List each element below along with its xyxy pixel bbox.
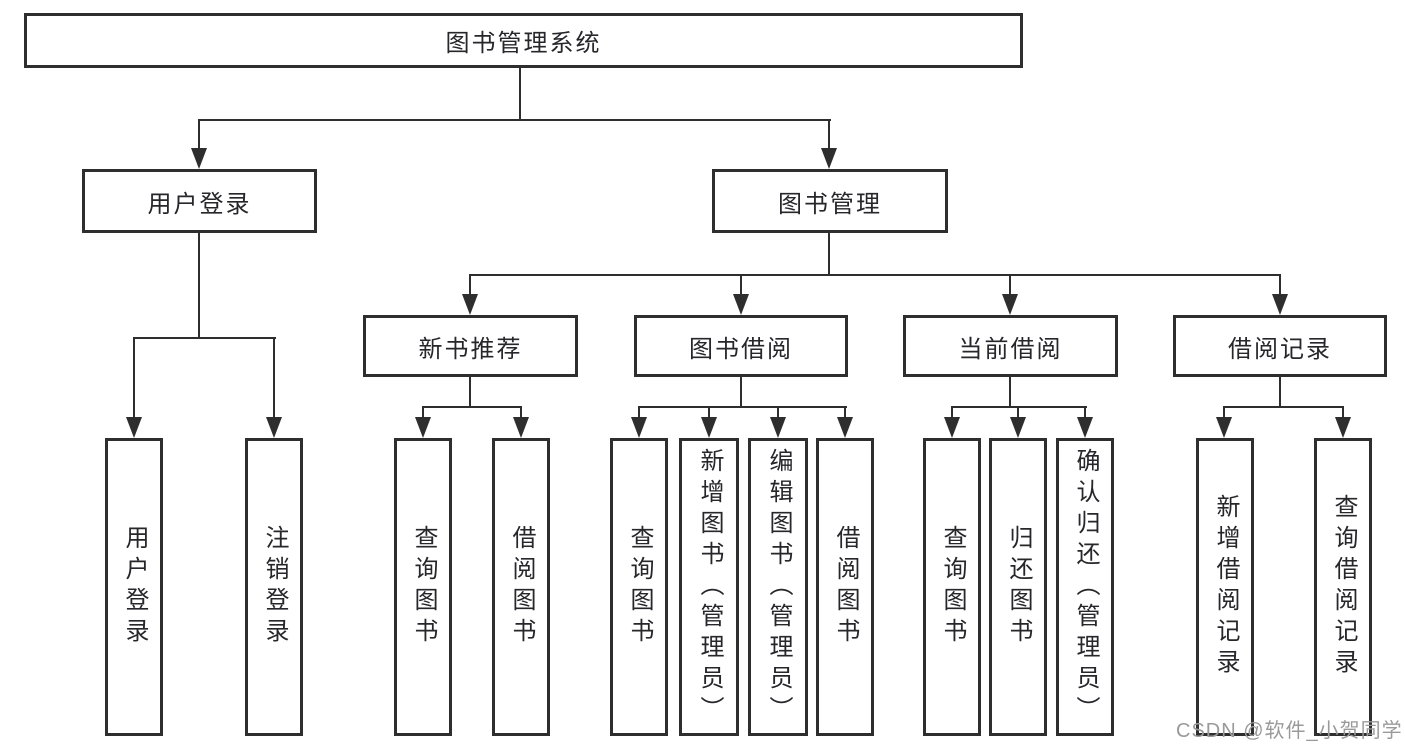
connector-root-stub-right xyxy=(828,119,830,150)
connector-borrowrecord-hline xyxy=(1223,406,1344,408)
connector-newbook-stub-1 xyxy=(422,406,424,418)
node-user-login-label: 用户登录 xyxy=(147,190,252,218)
arrowhead-down-icon xyxy=(1216,417,1232,438)
leaf-newbook-borrow-book: 借阅图书 xyxy=(492,438,550,736)
node-new-book-recommend-label: 新书推荐 xyxy=(418,335,523,363)
connector-bookmgmt-vline xyxy=(828,233,830,274)
connector-bookmgmt-stub-2 xyxy=(740,274,742,295)
arrowhead-down-icon xyxy=(1002,294,1018,315)
arrowhead-down-icon xyxy=(1010,417,1026,438)
connector-borrowrecord-stub-1 xyxy=(1223,406,1225,418)
node-book-management: 图书管理 xyxy=(712,169,948,233)
node-current-borrow-label: 当前借阅 xyxy=(958,335,1063,363)
leaf-logout-label: 注销登录 xyxy=(261,525,288,649)
leaf-edit-book-admin: 编辑图书（管理员） xyxy=(748,438,808,736)
node-book-borrow: 图书借阅 xyxy=(634,315,848,377)
leaf-borrow-query-book: 查询图书 xyxy=(610,438,668,736)
connector-root-stub-left xyxy=(198,119,200,150)
leaf-user-login-label: 用户登录 xyxy=(121,525,148,649)
leaf-logout: 注销登录 xyxy=(245,438,303,736)
arrowhead-down-icon xyxy=(415,417,431,438)
leaf-add-borrow-record: 新增借阅记录 xyxy=(1196,438,1254,736)
node-borrow-record: 借阅记录 xyxy=(1173,315,1387,377)
arrowhead-down-icon xyxy=(837,417,853,438)
leaf-edit-book-admin-label: 编辑图书（管理员） xyxy=(765,447,792,727)
node-user-login: 用户登录 xyxy=(82,169,317,233)
connector-currentborrow-stub-1 xyxy=(951,406,953,418)
node-library-system: 图书管理系统 xyxy=(24,13,1023,68)
leaf-newbook-query-book-label: 查询图书 xyxy=(410,525,437,649)
arrowhead-down-icon xyxy=(266,417,282,438)
connector-bookmgmt-stub-4 xyxy=(1279,274,1281,295)
leaf-confirm-return-admin-label: 确认归还（管理员） xyxy=(1072,447,1099,727)
arrowhead-down-icon xyxy=(1272,294,1288,315)
leaf-query-borrow-record: 查询借阅记录 xyxy=(1314,438,1372,736)
arrowhead-down-icon xyxy=(944,417,960,438)
connector-bookmgmt-stub-1 xyxy=(469,274,471,295)
connector-bookborrow-stub-4 xyxy=(844,406,846,418)
arrowhead-down-icon xyxy=(126,417,142,438)
arrowhead-down-icon xyxy=(191,148,207,169)
node-library-system-label: 图书管理系统 xyxy=(445,30,602,57)
node-book-management-label: 图书管理 xyxy=(778,190,882,218)
connector-root-hline xyxy=(198,119,831,121)
leaf-query-borrow-record-label: 查询借阅记录 xyxy=(1330,494,1357,680)
arrowhead-down-icon xyxy=(701,417,717,438)
node-new-book-recommend: 新书推荐 xyxy=(363,315,578,377)
leaf-borrow-query-book-label: 查询图书 xyxy=(626,525,653,649)
leaf-newbook-query-book: 查询图书 xyxy=(394,438,452,736)
connector-bookborrow-stub-1 xyxy=(638,406,640,418)
leaf-return-book: 归还图书 xyxy=(989,438,1047,736)
arrowhead-down-icon xyxy=(821,148,837,169)
connector-bookborrow-stub-2 xyxy=(708,406,710,418)
connector-currentborrow-stub-3 xyxy=(1084,406,1086,418)
node-book-borrow-label: 图书借阅 xyxy=(689,335,793,363)
arrowhead-down-icon xyxy=(770,417,786,438)
arrowhead-down-icon xyxy=(462,294,478,315)
connector-newbook-hline xyxy=(422,406,522,408)
connector-userlogin-hline xyxy=(133,337,276,339)
connector-currentborrow-hline xyxy=(951,406,1087,408)
node-current-borrow: 当前借阅 xyxy=(903,315,1118,377)
connector-borrowrecord-vline xyxy=(1279,377,1281,406)
leaf-borrow-book-label: 借阅图书 xyxy=(832,525,859,649)
leaf-current-query-book: 查询图书 xyxy=(923,438,981,736)
leaf-confirm-return-admin: 确认归还（管理员） xyxy=(1056,438,1114,736)
connector-bookborrow-vline xyxy=(740,377,742,406)
leaf-current-query-book-label: 查询图书 xyxy=(939,525,966,649)
connector-userlogin-vline xyxy=(198,233,200,337)
connector-userlogin-stub-2 xyxy=(273,337,275,419)
leaf-add-borrow-record-label: 新增借阅记录 xyxy=(1212,494,1239,680)
leaf-add-book-admin-label: 新增图书（管理员） xyxy=(696,447,723,727)
leaf-newbook-borrow-book-label: 借阅图书 xyxy=(508,525,535,649)
leaf-return-book-label: 归还图书 xyxy=(1005,525,1032,649)
connector-bookmgmt-hline xyxy=(469,274,1281,276)
node-borrow-record-label: 借阅记录 xyxy=(1228,335,1332,363)
watermark: CSDN @软件_小贺同学 xyxy=(1176,720,1403,742)
leaf-add-book-admin: 新增图书（管理员） xyxy=(679,438,739,736)
arrowhead-down-icon xyxy=(733,294,749,315)
arrowhead-down-icon xyxy=(1335,417,1351,438)
connector-bookborrow-stub-3 xyxy=(777,406,779,418)
connector-newbook-vline xyxy=(469,377,471,406)
connector-newbook-stub-2 xyxy=(520,406,522,418)
connector-root-vline xyxy=(519,68,521,119)
arrowhead-down-icon xyxy=(631,417,647,438)
connector-userlogin-stub-1 xyxy=(133,337,135,419)
connector-bookborrow-hline xyxy=(638,406,847,408)
connector-currentborrow-vline xyxy=(1009,377,1011,406)
connector-currentborrow-stub-2 xyxy=(1017,406,1019,418)
connector-bookmgmt-stub-3 xyxy=(1009,274,1011,295)
leaf-borrow-book: 借阅图书 xyxy=(816,438,874,736)
connector-borrowrecord-stub-2 xyxy=(1342,406,1344,418)
leaf-user-login: 用户登录 xyxy=(105,438,163,736)
arrowhead-down-icon xyxy=(1077,417,1093,438)
arrowhead-down-icon xyxy=(513,417,529,438)
